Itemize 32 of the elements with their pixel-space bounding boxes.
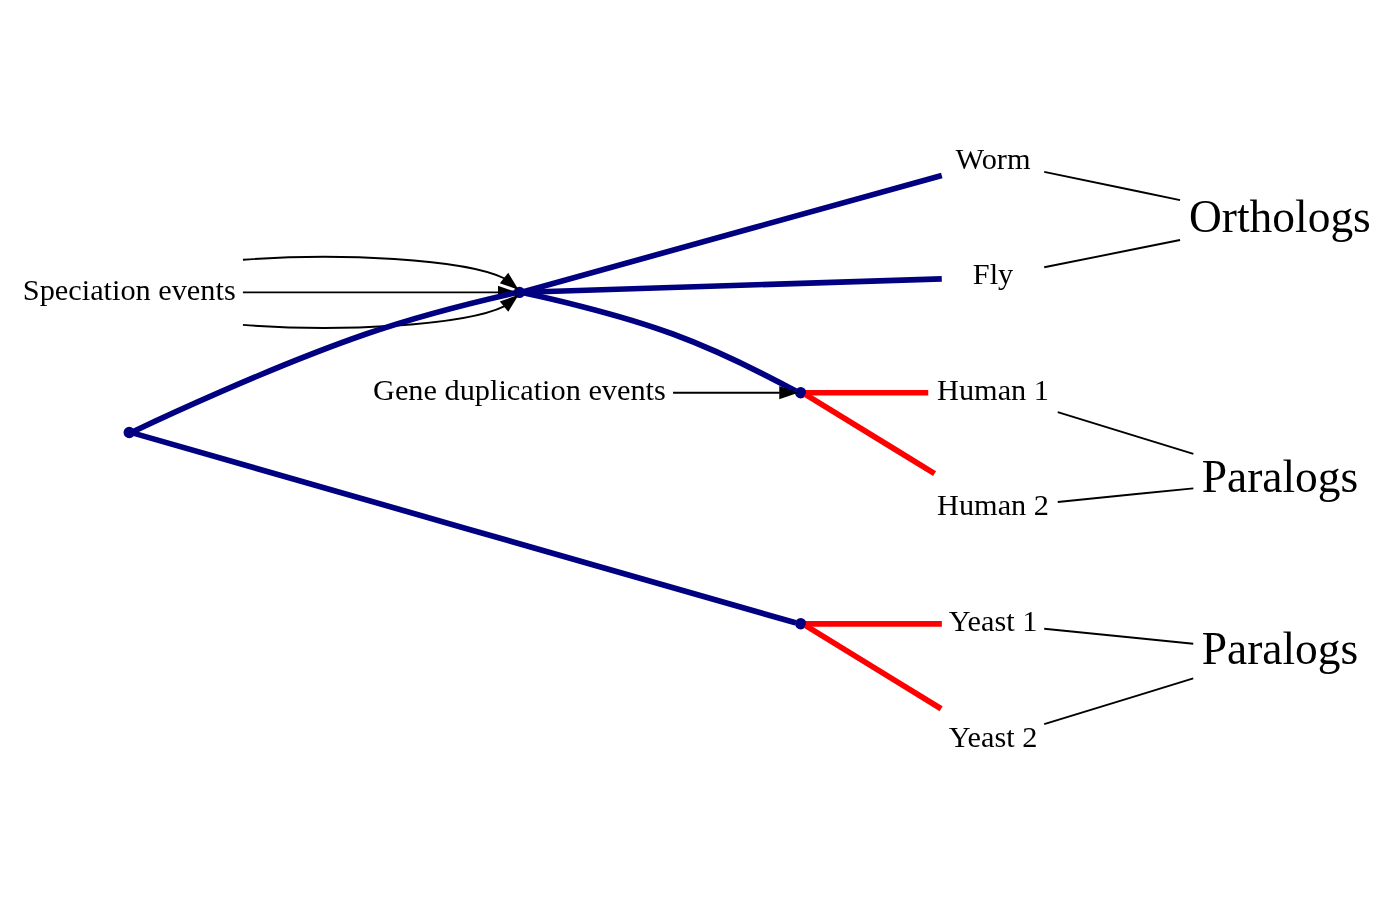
node-text: Fly [972, 257, 1014, 292]
node-text: Human 2 [937, 488, 1049, 523]
connector [132, 290, 516, 434]
node-point [795, 387, 807, 399]
node-text: Worm [955, 141, 1031, 176]
connector [1043, 627, 1195, 645]
node-text: Human 1 [937, 372, 1049, 407]
connector [1056, 487, 1195, 503]
connector [523, 290, 798, 394]
node-text: Paralogs [1201, 622, 1359, 674]
connector [523, 172, 943, 295]
node-text: Speciation events [22, 272, 236, 307]
node-point [123, 426, 135, 439]
connector [805, 389, 929, 396]
arrow [242, 255, 519, 290]
node-text: Paralogs [1201, 450, 1359, 502]
node-text: Gene duplication events [373, 372, 666, 407]
node-text: Yeast 1 [948, 604, 1038, 638]
connector [1043, 239, 1181, 269]
node-point [795, 618, 807, 630]
node-text: Orthologs [1189, 191, 1371, 243]
arrow [672, 386, 799, 400]
connector [1043, 677, 1195, 726]
connector [803, 623, 943, 712]
connector [1056, 411, 1195, 455]
arrow [242, 294, 519, 329]
connector [133, 430, 797, 626]
connector [1043, 170, 1181, 201]
node-point [513, 286, 526, 299]
node-text: Yeast 2 [948, 719, 1038, 754]
connector [803, 391, 937, 477]
connector [805, 620, 942, 627]
